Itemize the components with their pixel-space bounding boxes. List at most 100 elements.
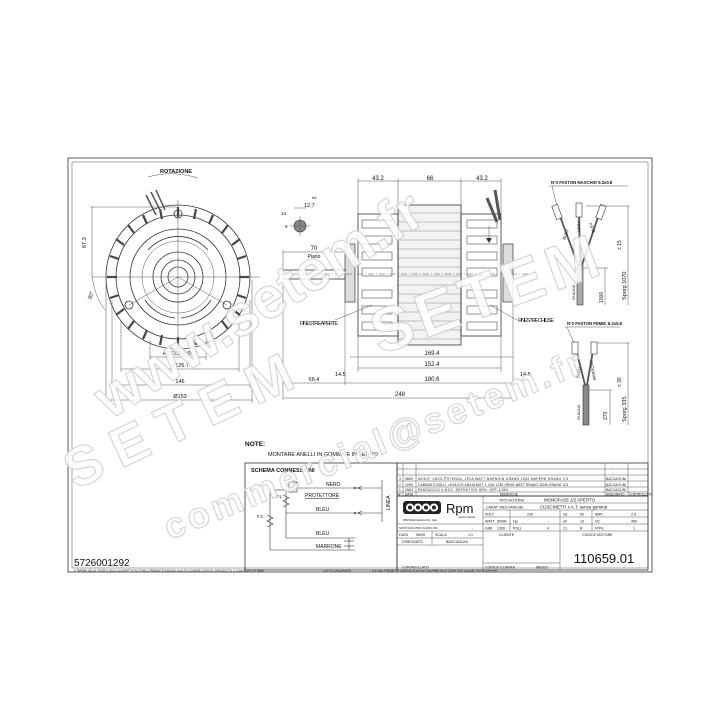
title-block: Rpm motori elettrici RPM Motori Elettric… [396, 495, 649, 571]
giri-value: 1300 [497, 527, 505, 531]
schema-fl: F.L. [276, 494, 283, 499]
label-finestre-chiuse: FINESTRE CHIUSE [518, 318, 554, 324]
poli-value: 4 [547, 527, 549, 531]
rev-date: 06/09 [405, 477, 413, 481]
rotation-label: ROTAZIONE [160, 169, 192, 175]
schema-marrone: MARRONE [316, 544, 342, 550]
watt-value: 600W [497, 520, 507, 524]
watt-label: WATT [485, 520, 496, 524]
shaft-detail: 12.7 h6 13 9 [281, 195, 317, 236]
rev-desc: MODIF. CAVO POTENZA, LEVA WATT MARNGIN G… [418, 477, 568, 481]
lead-length-top: 1000 [599, 292, 605, 303]
wire-label-2: NERO [576, 220, 581, 232]
tipo-motore-label: TIPO MOTORE [499, 499, 525, 503]
rev-header-date: DATA [405, 493, 414, 497]
cl-label: CL. [563, 527, 569, 531]
dim-180-6: 180.6 [424, 377, 440, 383]
note-text: MONTARE ANELLI IN GOMMA E IN FERRO [268, 452, 379, 458]
dim-70-label: 70 [311, 246, 318, 252]
dim-12-7: 12.7 [304, 203, 315, 209]
dim-14-5-right: 14.5 [520, 372, 531, 378]
uf-label: uF [563, 520, 568, 524]
cable-entry [485, 189, 502, 223]
tolerance-h6: h6 [312, 195, 317, 200]
scala-value: 1:1 [468, 533, 473, 537]
data-value: 06/09 [416, 533, 425, 537]
schema-title: SCHEMA CONNESSIONI [251, 468, 315, 474]
lead-length-bottom: 270 [603, 411, 609, 420]
lead-tolerance-bottom: ± 30 [617, 377, 623, 387]
dim-accopp: ACCOPP.Ø62 [163, 351, 197, 357]
scala-label: SCALA [435, 533, 447, 537]
rev-desc: CAMBIATO BOLLI, LEVA A FLANGIA MOT. 1 CA… [418, 483, 568, 487]
lead-sporg-top: Sporg 1070 [622, 272, 628, 300]
part-number-left: 5726001292 [74, 558, 130, 569]
footer-right: N.B. DEL PRESENTE DISEGNO È VALIDA SOLAM… [372, 568, 497, 573]
notes: NOTE: MONTARE ANELLI IN GOMMA E IN FERRO [245, 441, 379, 458]
dim-66-4: 66.4 [309, 377, 320, 383]
dim-66: 66 [427, 176, 434, 182]
rev-date: 12/05 [405, 483, 413, 487]
volt-value: 230 [527, 513, 533, 517]
rev-n: 3 [399, 477, 401, 481]
dim-height: 67.3 [82, 237, 88, 248]
carat-value: CUSCINETTI x A.T. senza gomma [540, 505, 608, 510]
rev-header-by: DISEGNATO [606, 493, 625, 497]
dim-9: 9 [285, 224, 288, 229]
rev-n: - [399, 465, 400, 469]
schema-bleu-2: BLEU [316, 531, 329, 537]
hz-label: Hz [563, 513, 568, 517]
lead-wires-top: N°3 FASTON MASCHIO 6.3x0.8 BLEU NERO BLE… [549, 180, 630, 306]
codice-cliente-label: CODICE CLIENTE [485, 566, 516, 570]
rev-n: - [399, 471, 400, 475]
hz-value: 50 [580, 513, 584, 517]
schema-bleu-1: BLEU [316, 507, 329, 513]
rev-date: 03/03 [405, 488, 413, 492]
vc-value: 450 [631, 520, 637, 524]
vc-label: VC [595, 520, 600, 524]
lead-tolerance-top: ± 15 [617, 240, 623, 250]
front-view: ROTAZIONE [82, 169, 260, 403]
codice-motore-value: 110659.01 [574, 551, 635, 566]
cliente-label: CLIENTE [499, 533, 515, 537]
uf-value: 10 [580, 520, 584, 524]
dim-dia-126: Ø126.7 [171, 363, 189, 369]
disegnato-label: DISEGNATO [402, 540, 423, 544]
data-label: DATA [399, 533, 409, 537]
controllato-label: CONTROLLATO [402, 566, 429, 570]
codice-motore-label: CODICE MOTORE [582, 533, 613, 537]
disegnato-value: BACCAGLINI [446, 540, 468, 544]
dim-152-4: 152.4 [424, 362, 440, 368]
footer-mid: 2 OTTE CONCORDATE [323, 569, 351, 573]
company-line: RPM Motori Elettrici Srl - Italy [403, 518, 438, 522]
file-label: SOST.DOC.PRIV.N.DOC.NS. [399, 526, 438, 530]
schema-fc: F.C. [257, 514, 265, 519]
wire-label-1: BLEU [561, 229, 569, 241]
amp-label: AMP. [595, 513, 603, 517]
rev-desc: - [418, 471, 419, 475]
dim-14-5-left: 14.5 [335, 372, 346, 378]
rev-date: - [407, 471, 408, 475]
hp-value: - [548, 520, 550, 524]
leads-bottom-title: N°2 FASTON FEMM. 6.3x0.8 [567, 321, 623, 326]
rev-n: 1 [399, 488, 401, 492]
rpm-logo: Rpm motori elettrici RPM Motori Elettric… [403, 501, 476, 522]
cable-exit [145, 189, 166, 216]
side-view: 43.2 66 43.2 [280, 176, 554, 400]
rev-desc: - [418, 465, 419, 469]
dim-169-4: 169.4 [424, 351, 440, 357]
rev-by: BACCAGLINI [606, 483, 626, 487]
rev-header-checked: CONTROLLATO [629, 493, 653, 497]
amp-value: 2.9 [631, 513, 636, 517]
lead-wires-bottom: N°2 FASTON FEMM. 6.3x0.8 BLEU MARRONE GU… [565, 321, 630, 426]
revision-table: - - - - - - - - 3 06/09 MODIF. CAVO POTE… [396, 462, 653, 497]
rev-desc: PASSAGGIO A DOC. DEFINITIVO GRN. SPP-1/0… [418, 488, 508, 492]
rev-by: BACCAGLINI [606, 477, 626, 481]
wire-label-bottom-1: BLEU [575, 367, 582, 378]
fili-value: 1 [633, 527, 635, 531]
dim-248: 248 [395, 392, 406, 398]
note-title: NOTE: [245, 441, 265, 448]
poli-label: POLI [513, 527, 521, 531]
schema-protettore: PROTETTORE [305, 493, 340, 499]
